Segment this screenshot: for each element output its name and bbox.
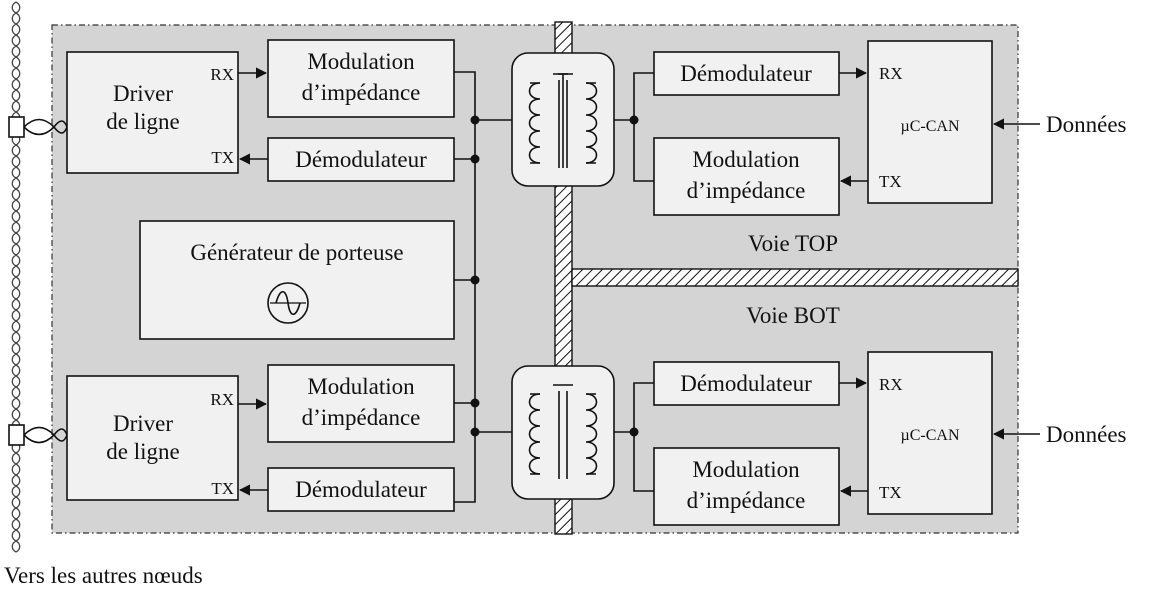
demodulateur-label: Démodulateur [295, 477, 427, 502]
modulation-line1: Modulation [307, 374, 415, 399]
donnees-label: Données [1046, 422, 1127, 447]
uc-can-label: µC-CAN [901, 118, 960, 135]
vers-autres-noeuds-label: Vers les autres nœuds [4, 563, 203, 588]
connector-top [8, 116, 68, 138]
connector-icon [8, 424, 25, 446]
tx-label: TX [879, 172, 902, 191]
demodulateur-label: Démodulateur [295, 147, 427, 172]
demodulateur-box-bottom-right [653, 361, 840, 406]
generateur-label: Générateur de porteuse [190, 240, 403, 265]
modulation-box-bottom-right [653, 447, 840, 526]
uc-can-box-top [867, 40, 993, 204]
demodulateur-label: Démodulateur [680, 61, 812, 86]
tx-label: TX [879, 483, 902, 502]
uc-can-box-bottom [867, 351, 993, 515]
donnees-label: Données [1046, 112, 1127, 137]
right-wiring-top [614, 67, 1040, 187]
transformer-top [511, 52, 615, 187]
modulation-line1: Modulation [692, 147, 800, 172]
rx-label: RX [210, 390, 234, 409]
bus-wire [11, 1, 18, 553]
driver-line1: Driver [113, 411, 173, 436]
transformer-bottom [511, 365, 615, 500]
voie-top-label: Voie TOP [748, 231, 838, 256]
driver-ligne-top [66, 51, 239, 174]
modulation-line1: Modulation [307, 49, 415, 74]
modulation-box-top-right [653, 137, 840, 216]
isolation-barrier-horizontal [571, 268, 1019, 287]
modulation-box-bottom-left [267, 364, 455, 443]
modulation-line2: d’impédance [687, 178, 806, 203]
driver-line2: de ligne [106, 109, 179, 134]
twisted-pair-bus-icon [11, 1, 21, 553]
modulation-box-top-left [267, 39, 455, 118]
connector-bottom [8, 424, 68, 446]
rx-label: RX [879, 64, 903, 83]
connector-icon [8, 116, 25, 138]
voie-bot-label: Voie BOT [746, 303, 840, 328]
modulation-line2: d’impédance [687, 488, 806, 513]
tx-label: TX [211, 479, 234, 498]
sine-wave-circle-icon [267, 282, 309, 324]
tx-label: TX [211, 148, 234, 167]
modulation-line2: d’impédance [302, 405, 421, 430]
right-wiring-bottom [614, 377, 1040, 497]
demodulateur-box-bottom-left [267, 467, 455, 512]
demodulateur-label: Démodulateur [680, 371, 812, 396]
modulation-line2: d’impédance [302, 80, 421, 105]
driver-ligne-bottom [66, 375, 239, 501]
demodulateur-box-top-left [267, 137, 455, 182]
rx-label: RX [210, 65, 234, 84]
rx-label: RX [879, 375, 903, 394]
transformer-icon [511, 365, 615, 500]
left-wiring [238, 67, 512, 503]
driver-line1: Driver [113, 81, 173, 106]
uc-can-label: µC-CAN [901, 427, 960, 444]
modulation-line1: Modulation [692, 457, 800, 482]
driver-line2: de ligne [106, 439, 179, 464]
generateur-porteuse-box [139, 220, 455, 340]
